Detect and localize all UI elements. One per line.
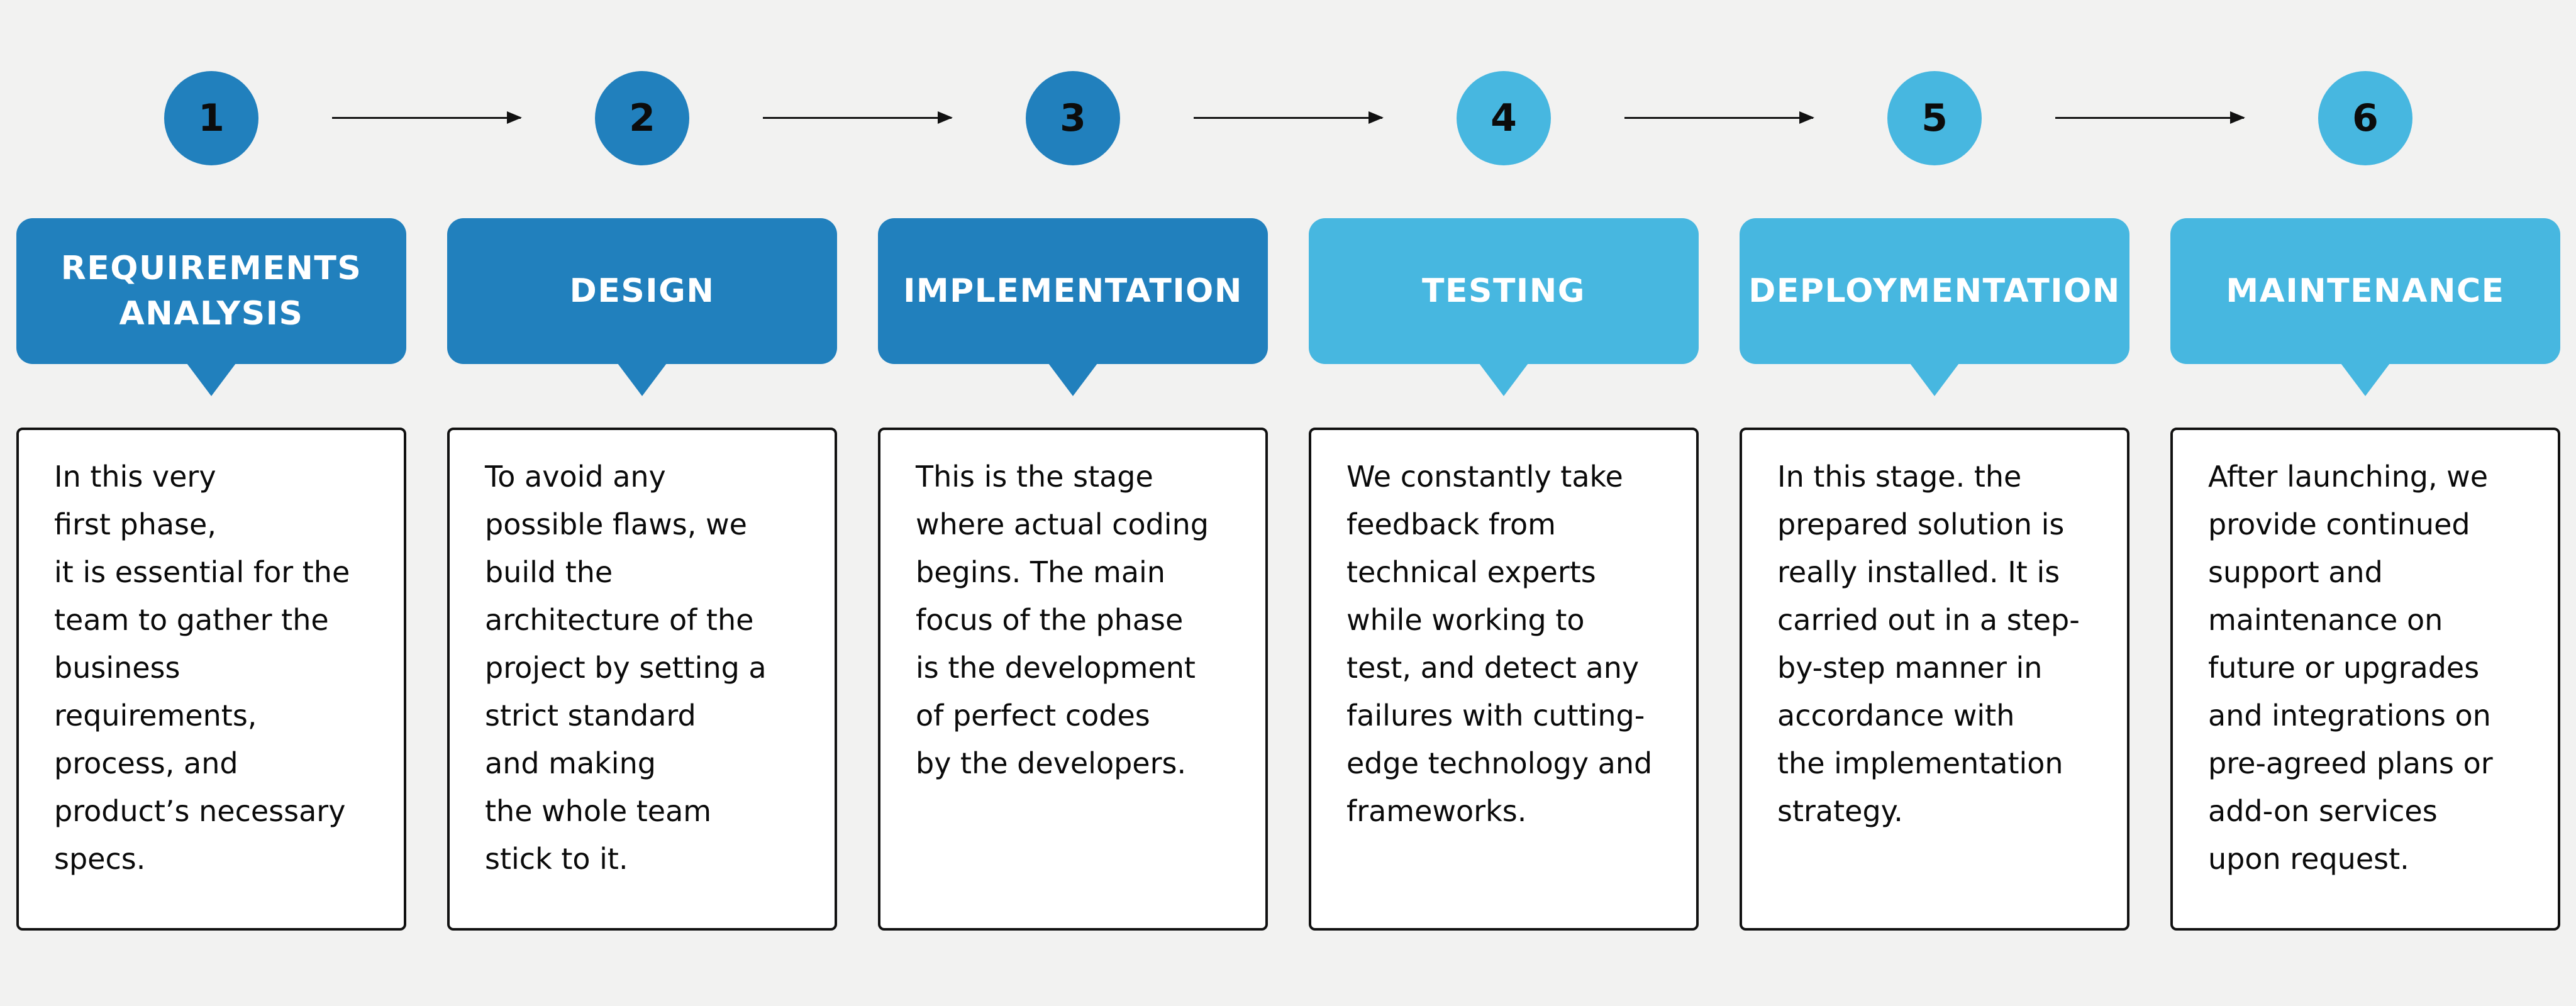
step-column-maintenance: 6 MAINTENANCE After launching, we provid… (2170, 0, 2560, 931)
step-number-badge: 1 (164, 71, 258, 165)
step-title-banner: MAINTENANCE (2170, 218, 2560, 364)
step-description-card: After launching, we provide continued su… (2170, 428, 2560, 931)
banner-pointer (1910, 363, 1959, 396)
step-number: 6 (2352, 96, 2379, 140)
step-title-banner: DESIGN (447, 218, 837, 364)
step-description: To avoid any possible flaws, we build th… (485, 460, 767, 876)
step-description: In this stage. the prepared solution is … (1777, 460, 2080, 828)
step-title-banner: IMPLEMENTATION (878, 218, 1268, 364)
step-description: After launching, we provide continued su… (2208, 460, 2493, 876)
banner-pointer (2341, 363, 2390, 396)
step-description-card: To avoid any possible flaws, we build th… (447, 428, 837, 931)
banner-pointer (1479, 363, 1528, 396)
banner-pointer (187, 363, 236, 396)
step-description: In this very first phase, it is essentia… (54, 460, 350, 876)
step-title: DEPLOYMENTATION (1748, 272, 2121, 310)
banner-pointer (1048, 363, 1097, 396)
step-number: 2 (629, 96, 655, 140)
step-description: This is the stage where actual coding be… (916, 460, 1209, 780)
steps-row: 1 REQUIREMENTS ANALYSIS In this very fir… (16, 0, 2560, 931)
step-title: IMPLEMENTATION (903, 272, 1243, 310)
step-description-card: In this stage. the prepared solution is … (1740, 428, 2129, 931)
step-column-requirements-analysis: 1 REQUIREMENTS ANALYSIS In this very fir… (16, 0, 406, 931)
step-description-card: In this very first phase, it is essentia… (16, 428, 406, 931)
step-number-badge: 6 (2318, 71, 2412, 165)
step-column-testing: 4 TESTING We constantly take feedback fr… (1309, 0, 1699, 931)
flow-arrow-icon (332, 111, 522, 124)
step-title: REQUIREMENTS ANALYSIS (60, 250, 362, 333)
step-description: We constantly take feedback from technic… (1346, 460, 1653, 828)
step-title-banner: DEPLOYMENTATION (1740, 218, 2129, 364)
step-number-badge: 5 (1887, 71, 1982, 165)
step-title: MAINTENANCE (2226, 272, 2505, 310)
step-column-implementation: 3 IMPLEMENTATION This is the stage where… (878, 0, 1268, 931)
step-title-banner: REQUIREMENTS ANALYSIS (16, 218, 406, 364)
flow-arrow-icon (1194, 111, 1384, 124)
step-description-card: This is the stage where actual coding be… (878, 428, 1268, 931)
step-number: 1 (198, 96, 225, 140)
step-number: 4 (1491, 96, 1517, 140)
step-number-badge: 4 (1457, 71, 1551, 165)
step-description-card: We constantly take feedback from technic… (1309, 428, 1699, 931)
flow-arrow-icon (1624, 111, 1814, 124)
flow-arrow-icon (763, 111, 953, 124)
step-number: 5 (1921, 96, 1948, 140)
step-title-banner: TESTING (1309, 218, 1699, 364)
step-title: TESTING (1422, 272, 1585, 310)
banner-pointer (618, 363, 667, 396)
step-number-badge: 3 (1026, 71, 1120, 165)
step-number: 3 (1060, 96, 1086, 140)
step-title: DESIGN (569, 272, 715, 310)
step-number-badge: 2 (595, 71, 689, 165)
step-column-design: 2 DESIGN To avoid any possible flaws, we… (447, 0, 837, 931)
flow-arrow-icon (2055, 111, 2245, 124)
step-column-deploymentation: 5 DEPLOYMENTATION In this stage. the pre… (1740, 0, 2129, 931)
